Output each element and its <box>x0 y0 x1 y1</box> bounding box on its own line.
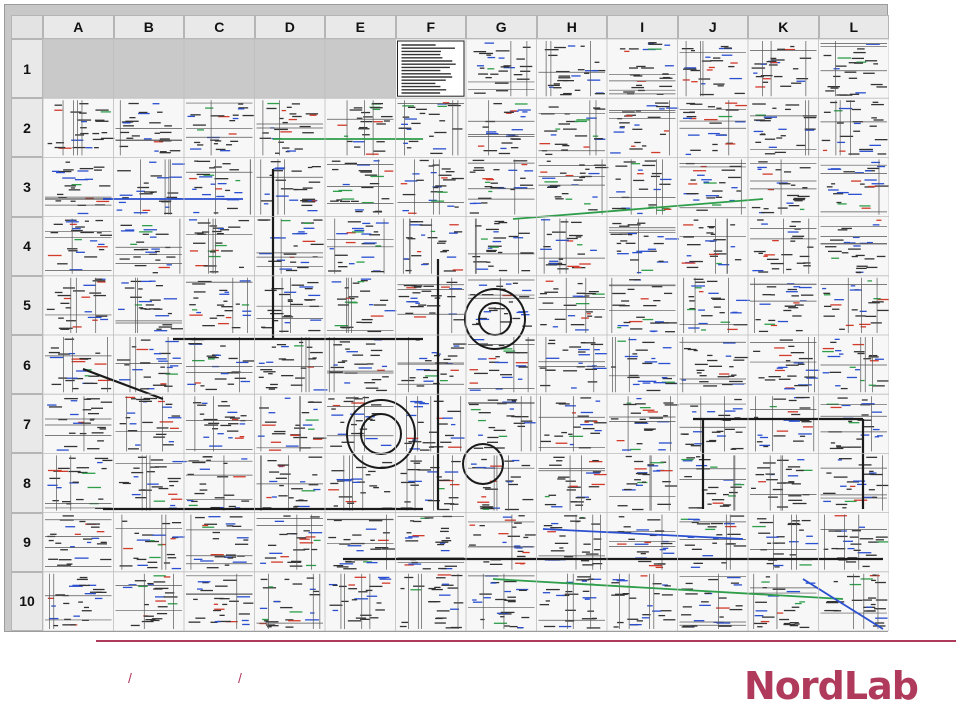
metabolic-cycle <box>360 413 402 455</box>
blue-pathway-line <box>802 578 884 630</box>
column-header-k: K <box>748 15 819 39</box>
row-header-3: 3 <box>11 157 43 217</box>
row-header-1: 1 <box>11 39 43 99</box>
column-header-b: B <box>113 15 184 39</box>
row-header-10: 10 <box>11 571 43 631</box>
row-header-9: 9 <box>11 512 43 572</box>
row-header-6: 6 <box>11 335 43 395</box>
footer-divider <box>96 640 956 642</box>
column-header-c: C <box>184 15 255 39</box>
legend-panel <box>397 40 465 97</box>
row-header-7: 7 <box>11 394 43 454</box>
metabolic-pathway-diagram <box>42 38 889 631</box>
green-pathway-line <box>512 198 764 220</box>
nordlab-logo: NordLab <box>744 664 919 708</box>
column-header-a: A <box>43 15 114 39</box>
footer-slash-2: / <box>238 670 242 686</box>
blue-pathway-line <box>542 528 744 540</box>
column-header-f: F <box>395 15 466 39</box>
column-header-l: L <box>818 15 889 39</box>
column-header-i: I <box>607 15 678 39</box>
row-header-5: 5 <box>11 275 43 335</box>
row-header-2: 2 <box>11 98 43 158</box>
column-header-j: J <box>677 15 748 39</box>
empty-region <box>43 39 396 99</box>
green-pathway-line <box>492 578 844 600</box>
row-header-4: 4 <box>11 216 43 276</box>
metabolic-cycle <box>464 288 526 350</box>
column-header-h: H <box>536 15 607 39</box>
column-header-d: D <box>254 15 325 39</box>
column-header-g: G <box>466 15 537 39</box>
footer-slash-1: / <box>128 670 132 686</box>
metabolic-cycle <box>462 443 504 485</box>
column-header-e: E <box>325 15 396 39</box>
grid-corner <box>11 15 43 39</box>
metabolic-cycle <box>346 399 416 469</box>
row-header-8: 8 <box>11 453 43 513</box>
